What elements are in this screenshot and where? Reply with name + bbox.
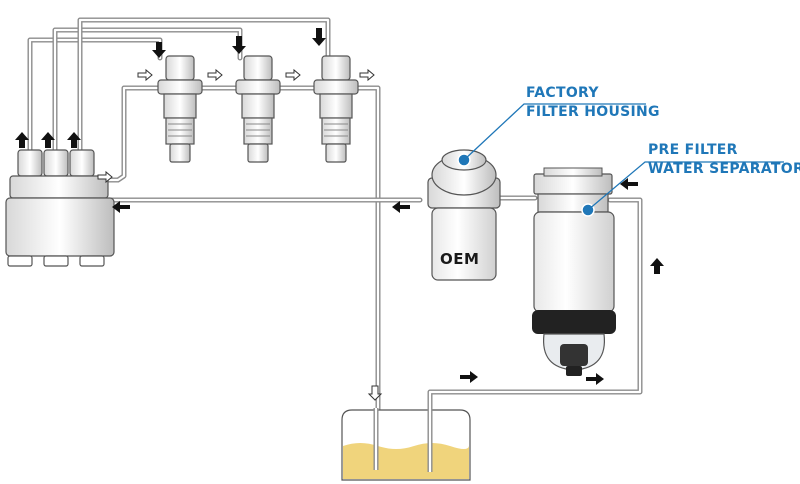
return-flow-arrows <box>97 68 383 401</box>
oem-filter <box>427 149 501 281</box>
arrow-down-injector-3 <box>312 28 326 46</box>
prefilter-label-line-2: WATER SEPARATOR <box>648 161 800 177</box>
arrow-down-return-tank <box>367 385 383 401</box>
factory-label-line-2: FILTER HOUSING <box>526 104 660 120</box>
prefilter-label-line-1: PRE FILTER <box>648 142 738 158</box>
injector-2 <box>235 55 281 163</box>
arrow-up-pump-1 <box>15 132 29 148</box>
arrow-right-return-pump <box>97 170 113 184</box>
arrow-up-supply <box>650 258 664 274</box>
return-manifold-line <box>89 85 381 413</box>
flow-arrows <box>15 28 664 385</box>
high-pressure-line-1 <box>27 37 163 153</box>
fuel-tank <box>341 408 471 481</box>
oem-filter-label: OEM <box>440 250 480 268</box>
supply-line-from-tank <box>427 197 643 413</box>
arrow-left-to-pump <box>112 201 130 213</box>
injection-pump <box>5 149 115 267</box>
arrow-right-supply-2 <box>586 373 604 385</box>
arrow-down-injector-2 <box>232 36 246 54</box>
pre-filter-water-separator <box>532 167 616 376</box>
arrow-down-injector-1 <box>152 42 166 58</box>
arrow-right-return-1 <box>137 68 153 82</box>
arrow-left-into-prefilter <box>620 178 638 190</box>
arrow-up-pump-3 <box>67 132 81 148</box>
fuel-lines <box>27 17 643 413</box>
arrow-up-pump-2 <box>41 132 55 148</box>
arrow-right-return-4 <box>359 68 375 82</box>
factory-filter-housing-label: FACTORY FILTER HOUSING <box>526 84 660 122</box>
high-pressure-line-3 <box>77 17 331 153</box>
callout-leaders <box>463 103 784 211</box>
pre-filter-water-separator-label: PRE FILTER WATER SEPARATOR <box>648 141 800 179</box>
arrow-right-supply-1 <box>460 371 478 383</box>
fuel-level <box>343 443 469 479</box>
injector-1 <box>157 55 203 163</box>
arrow-right-return-2 <box>207 68 223 82</box>
injector-3 <box>313 55 359 163</box>
arrow-right-return-3 <box>285 68 301 82</box>
factory-label-line-1: FACTORY <box>526 85 599 101</box>
arrow-left-from-oem <box>392 201 410 213</box>
